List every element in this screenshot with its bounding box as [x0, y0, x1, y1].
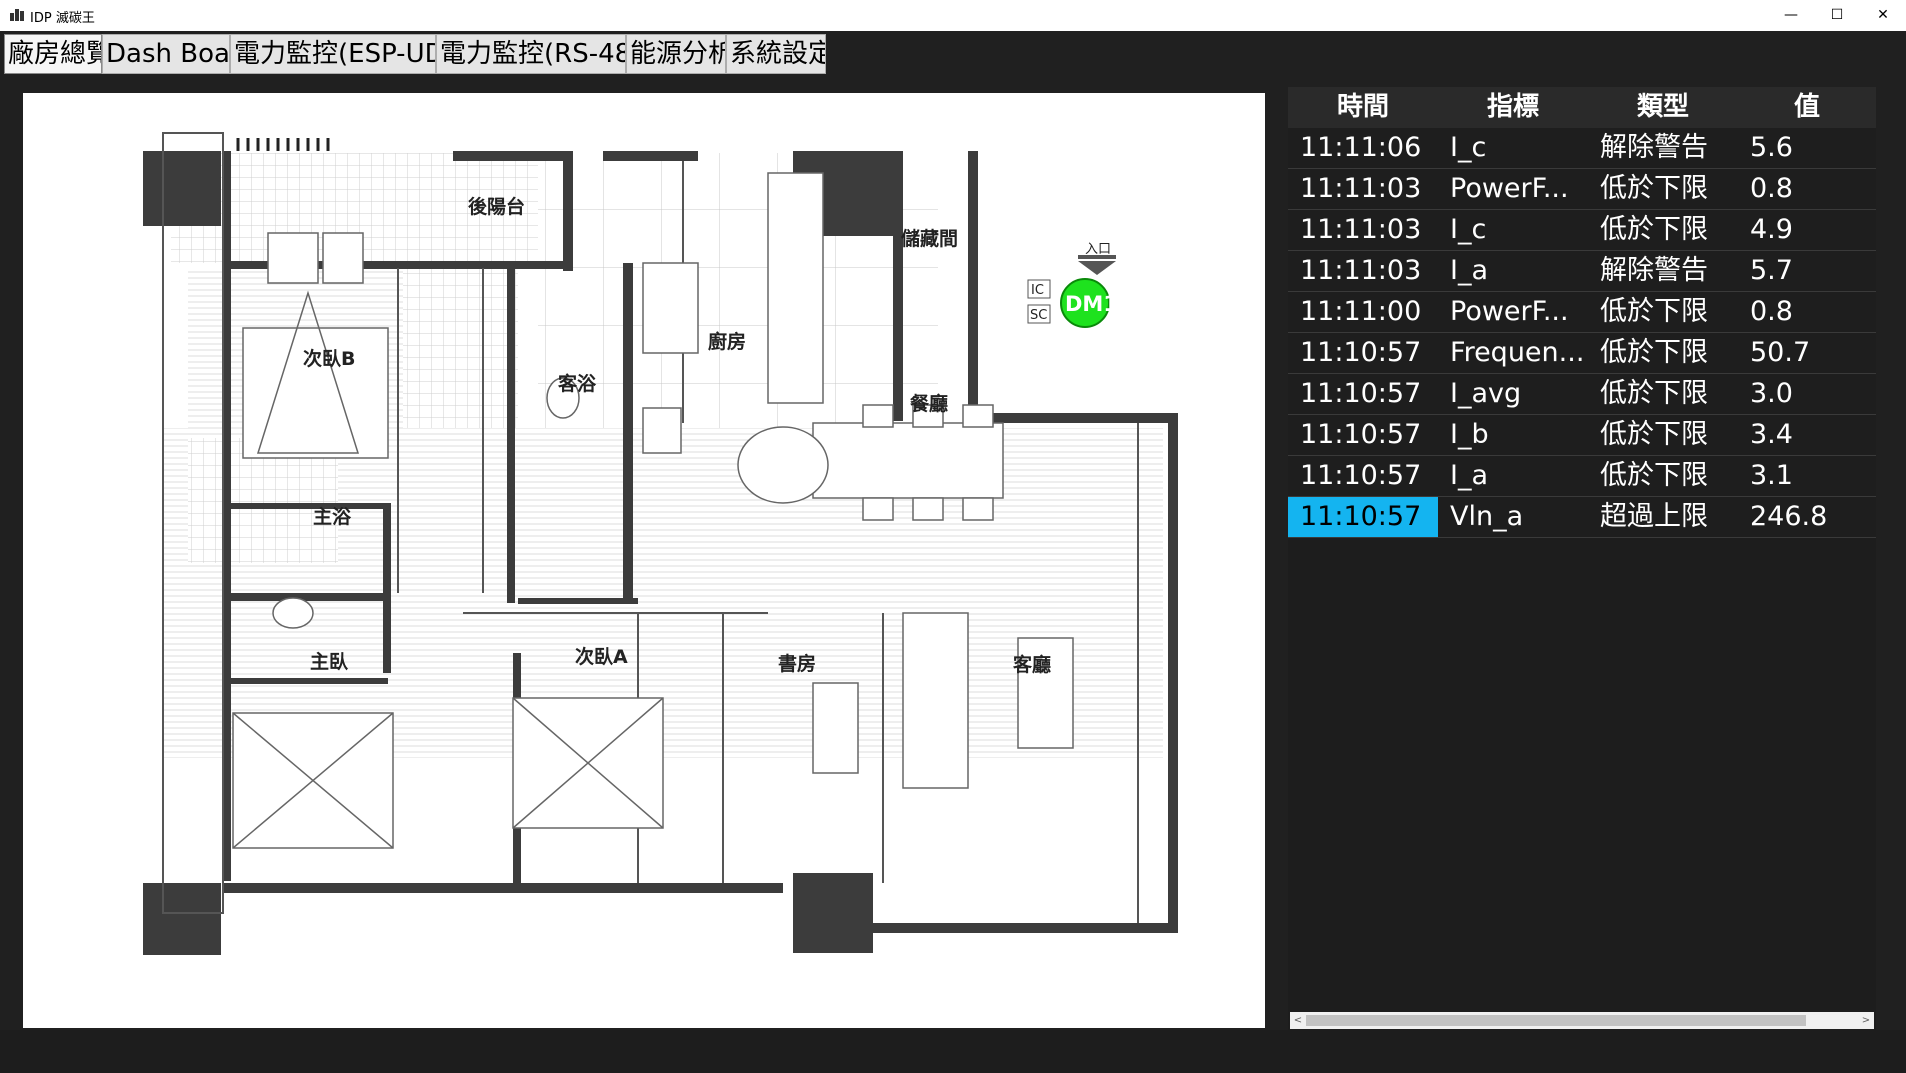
event-time: 11:11:03	[1300, 173, 1422, 204]
room-label-kitchen: 廚房	[708, 330, 746, 353]
room-label-study: 書房	[778, 652, 816, 675]
table-row[interactable]: 11:11:03 PowerF... 低於下限 0.8	[1288, 169, 1876, 210]
room-label-entrance: 入口	[1085, 242, 1111, 257]
tab-energy-analysis[interactable]: 能源分析	[626, 34, 726, 74]
close-button[interactable]: ✕	[1877, 7, 1889, 23]
event-type: 低於下限	[1600, 296, 1708, 327]
table-row[interactable]: 11:11:03 I_a 解除警告 5.7	[1288, 251, 1876, 292]
table-row[interactable]: 11:10:57 I_avg 低於下限 3.0	[1288, 374, 1876, 415]
ic-panel-label: IC	[1031, 283, 1044, 298]
event-time: 11:10:57	[1300, 337, 1422, 368]
scrollbar-thumb[interactable]	[1306, 1015, 1806, 1026]
room-label-living: 客廳	[1013, 653, 1051, 676]
event-type: 解除警告	[1600, 132, 1708, 163]
event-value: 5.6	[1750, 132, 1793, 163]
table-row[interactable]: 11:11:00 PowerF... 低於下限 0.8	[1288, 292, 1876, 333]
table-row[interactable]: 11:10:57 I_a 低於下限 3.1	[1288, 456, 1876, 497]
tab-power-esp-udp[interactable]: 電力監控(ESP-UDP)	[230, 34, 436, 74]
event-value: 3.1	[1750, 460, 1793, 491]
event-metric: I_b	[1450, 419, 1489, 450]
table-row[interactable]: 11:10:57 Vln_a 超過上限 246.8	[1288, 497, 1876, 538]
event-table-header: 時間 指標 類型 值	[1288, 87, 1876, 128]
event-time: 11:11:06	[1300, 132, 1422, 163]
room-label-dining: 餐廳	[910, 392, 948, 415]
event-value: 3.0	[1750, 378, 1793, 409]
event-time: 11:10:57	[1300, 378, 1422, 409]
event-value: 246.8	[1750, 501, 1828, 532]
sc-panel-label: SC	[1030, 308, 1047, 323]
meter-marker-dm1[interactable]: DM1	[1060, 278, 1118, 328]
event-type: 低於下限	[1600, 173, 1708, 204]
event-metric: I_c	[1450, 132, 1487, 163]
meter-marker-label: DM1	[1065, 292, 1118, 316]
event-metric: I_c	[1450, 214, 1487, 245]
tab-dashboard[interactable]: Dash Board	[102, 34, 230, 74]
event-metric: Vln_a	[1450, 501, 1524, 532]
minimize-button[interactable]: —	[1784, 7, 1798, 23]
room-label-storage: 儲藏間	[901, 227, 958, 250]
event-type: 低於下限	[1600, 419, 1708, 450]
event-metric: PowerF...	[1450, 296, 1569, 327]
table-row[interactable]: 11:10:57 I_b 低於下限 3.4	[1288, 415, 1876, 456]
window-title: IDP 滅碳王	[30, 11, 95, 26]
column-header-value[interactable]: 值	[1793, 92, 1820, 122]
floor-plan-drawing: 後陽台 儲藏間 入口 次臥B 廚房 客浴 餐廳 主浴 主臥 次臥A 書房 客廳 …	[143, 132, 1178, 955]
event-value: 3.4	[1750, 419, 1793, 450]
event-value: 0.8	[1750, 296, 1793, 327]
event-time: 11:10:57	[1288, 497, 1438, 537]
tab-plant-overview[interactable]: 廠房總覽	[4, 34, 102, 74]
entrance-arrow-icon	[1078, 261, 1116, 275]
event-metric: I_a	[1450, 460, 1489, 491]
event-time: 11:11:03	[1300, 255, 1422, 286]
room-label-bedroom-b: 次臥B	[303, 347, 355, 370]
bottom-bar	[0, 1030, 1906, 1073]
event-type: 解除警告	[1600, 255, 1708, 286]
room-label-guest-bath: 客浴	[558, 372, 597, 395]
room-label-bedroom-a: 次臥A	[575, 645, 628, 668]
event-type: 低於下限	[1600, 337, 1708, 368]
event-type: 超過上限	[1600, 501, 1708, 532]
scroll-left-icon[interactable]: <	[1293, 1015, 1303, 1026]
maximize-button[interactable]: ☐	[1830, 7, 1844, 23]
main-panel: 後陽台 儲藏間 入口 次臥B 廚房 客浴 餐廳 主浴 主臥 次臥A 書房 客廳 …	[0, 75, 1906, 1031]
column-header-time[interactable]: 時間	[1336, 92, 1389, 122]
table-row[interactable]: 11:11:03 I_c 低於下限 4.9	[1288, 210, 1876, 251]
event-type: 低於下限	[1600, 378, 1708, 409]
event-metric: PowerF...	[1450, 173, 1569, 204]
title-bar: IDP 滅碳王 — ☐ ✕	[0, 0, 1906, 31]
table-row[interactable]: 11:10:57 Frequen... 低於下限 50.7	[1288, 333, 1876, 374]
event-time: 11:10:57	[1300, 460, 1422, 491]
event-value: 0.8	[1750, 173, 1793, 204]
table-row[interactable]: 11:11:06 I_c 解除警告 5.6	[1288, 128, 1876, 169]
tab-strip: 廠房總覽 Dash Board 電力監控(ESP-UDP) 電力監控(RS-48…	[0, 31, 1906, 75]
event-metric: I_a	[1450, 255, 1489, 286]
event-time: 11:11:00	[1300, 296, 1422, 327]
column-header-type[interactable]: 類型	[1636, 92, 1689, 122]
room-label-back-balcony: 後陽台	[468, 195, 525, 218]
event-value: 4.9	[1750, 214, 1793, 245]
tab-system-settings[interactable]: 系統設定	[726, 34, 826, 74]
event-time: 11:10:57	[1300, 419, 1422, 450]
column-header-metric[interactable]: 指標	[1486, 92, 1539, 122]
event-time: 11:11:03	[1300, 214, 1422, 245]
event-metric: Frequen...	[1450, 337, 1585, 368]
app-icon	[10, 9, 24, 21]
event-type: 低於下限	[1600, 460, 1708, 491]
horizontal-scrollbar[interactable]: < >	[1290, 1012, 1874, 1029]
room-label-master-bath: 主浴	[313, 506, 352, 528]
event-value: 50.7	[1750, 337, 1811, 368]
tab-power-rs485[interactable]: 電力監控(RS-485)	[436, 34, 626, 74]
scroll-right-icon[interactable]: >	[1861, 1015, 1871, 1026]
event-value: 5.7	[1750, 255, 1793, 286]
floor-plan: 後陽台 儲藏間 入口 次臥B 廚房 客浴 餐廳 主浴 主臥 次臥A 書房 客廳 …	[23, 93, 1265, 1028]
event-metric: I_avg	[1450, 378, 1522, 409]
room-label-master-bedroom: 主臥	[310, 651, 349, 673]
event-type: 低於下限	[1600, 214, 1708, 245]
